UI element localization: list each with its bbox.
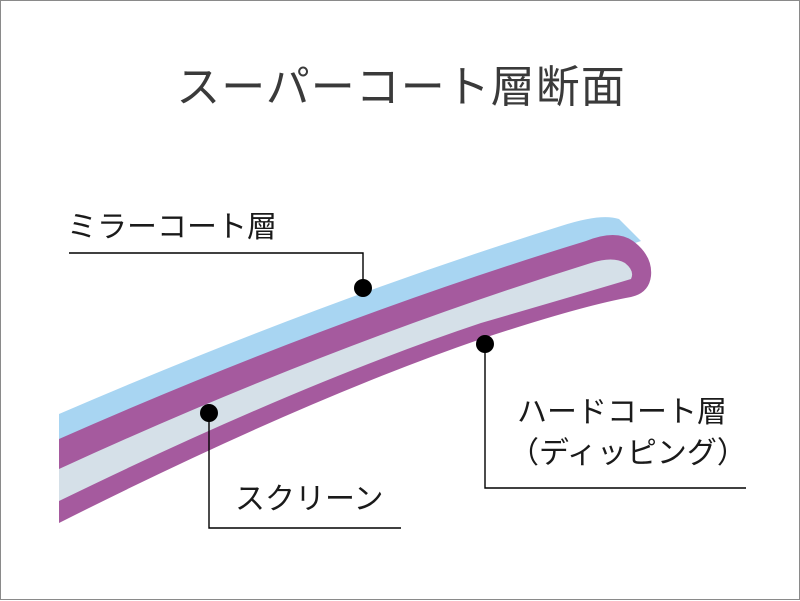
hard-coat-sublabel: （ディッピング） [509, 436, 747, 471]
screen-label: スクリーン [235, 482, 384, 517]
screen-layer [59, 259, 633, 501]
hard-marker-dot [476, 335, 494, 353]
mirror-marker-dot [354, 279, 372, 297]
hard-leader-line [484, 344, 746, 489]
screen-leader-line [208, 413, 401, 529]
hard-coat-label: ハードコート層 [517, 395, 727, 430]
diagram-title: スーパーコート層断面 [176, 62, 626, 113]
mirror-coat-label: ミラーコート層 [67, 210, 277, 245]
screen-marker-dot [200, 404, 218, 422]
mirror-leader-line [69, 252, 364, 288]
